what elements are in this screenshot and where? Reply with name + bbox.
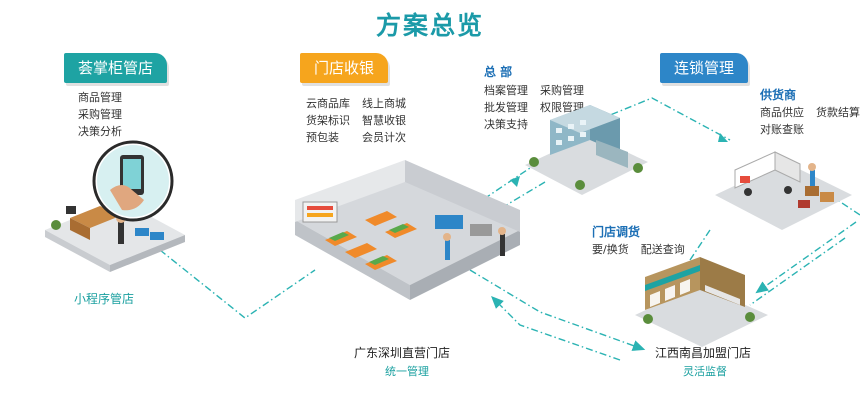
transfer-feature: 配送查询 — [640, 243, 685, 256]
flow-line-supplier-to-franchise — [755, 221, 857, 294]
hq-feature: 批发管理 — [484, 101, 528, 114]
transfer-feature: 要/换货 — [592, 243, 629, 256]
flow-line-hq-to-store — [473, 181, 546, 225]
cabinet-feature: 商品管理 — [78, 91, 122, 104]
delivery-truck-icon — [715, 151, 852, 230]
page-title: 方案总览 — [375, 11, 484, 40]
cabinet-feature: 决策分析 — [78, 125, 122, 138]
supplier-feature: 对账查账 — [760, 123, 804, 136]
transfer-feature-list: 要/换货 配送查询 — [592, 241, 685, 258]
transfer-heading: 门店调货 — [592, 225, 641, 239]
cabinet-tag: 荟掌柜管店 — [64, 53, 168, 83]
flow-line-supplier-to-franchise-2 — [749, 237, 846, 306]
storefront-icon — [635, 257, 768, 347]
pos-feature: 云商品库 — [306, 97, 350, 110]
cabinet-feature: 采购管理 — [78, 108, 122, 121]
franchise-store-caption: 江西南昌加盟门店 — [655, 346, 752, 360]
direct-store-caption: 广东深圳直营门店 — [354, 346, 451, 360]
franchise-store-sub: 灵活监督 — [683, 365, 727, 378]
supplier-feature: 货款结算 — [816, 106, 860, 119]
hq-feature-list: 档案管理 采购管理 批发管理 权限管理 决策支持 — [484, 82, 584, 133]
pos-feature: 线上商城 — [362, 97, 406, 110]
flow-line-franchise-up — [689, 229, 711, 261]
chain-tag: 连锁管理 — [660, 53, 749, 83]
phone-hand-icon — [92, 140, 174, 222]
cabinet-caption: 小程序管店 — [74, 292, 135, 306]
pos-feature: 智慧收银 — [362, 114, 406, 127]
flow-line-cabinet-to-store — [159, 249, 316, 319]
pos-feature-list: 云商品库 线上商城 货架标识 智慧收银 预包装 会员计次 — [306, 95, 406, 146]
hq-feature: 决策支持 — [484, 118, 528, 131]
pos-feature: 货架标识 — [306, 114, 350, 127]
pos-feature: 会员计次 — [362, 131, 406, 144]
supplier-feature: 商品供应 — [760, 106, 804, 119]
hq-feature: 档案管理 — [484, 84, 528, 97]
supermarket-icon — [295, 160, 520, 300]
hq-feature: 采购管理 — [540, 84, 584, 97]
direct-store-sub: 统一管理 — [385, 365, 429, 378]
flow-arrow-icon — [510, 176, 520, 187]
cabinet-feature-list: 商品管理 采购管理 决策分析 — [78, 89, 122, 140]
pos-feature: 预包装 — [306, 131, 339, 144]
hq-building-icon — [525, 105, 648, 195]
hq-heading: 总 部 — [484, 65, 513, 79]
hq-feature: 权限管理 — [540, 101, 584, 114]
supplier-feature-list: 商品供应 货款结算 对账查账 — [760, 104, 860, 138]
pos-tag: 门店收银 — [300, 53, 389, 83]
flow-line-franchise-to-store — [491, 296, 621, 361]
flow-line-hq-to-chain — [597, 97, 731, 141]
flow-arrow-icon — [718, 133, 728, 142]
supplier-heading: 供货商 — [760, 88, 797, 102]
